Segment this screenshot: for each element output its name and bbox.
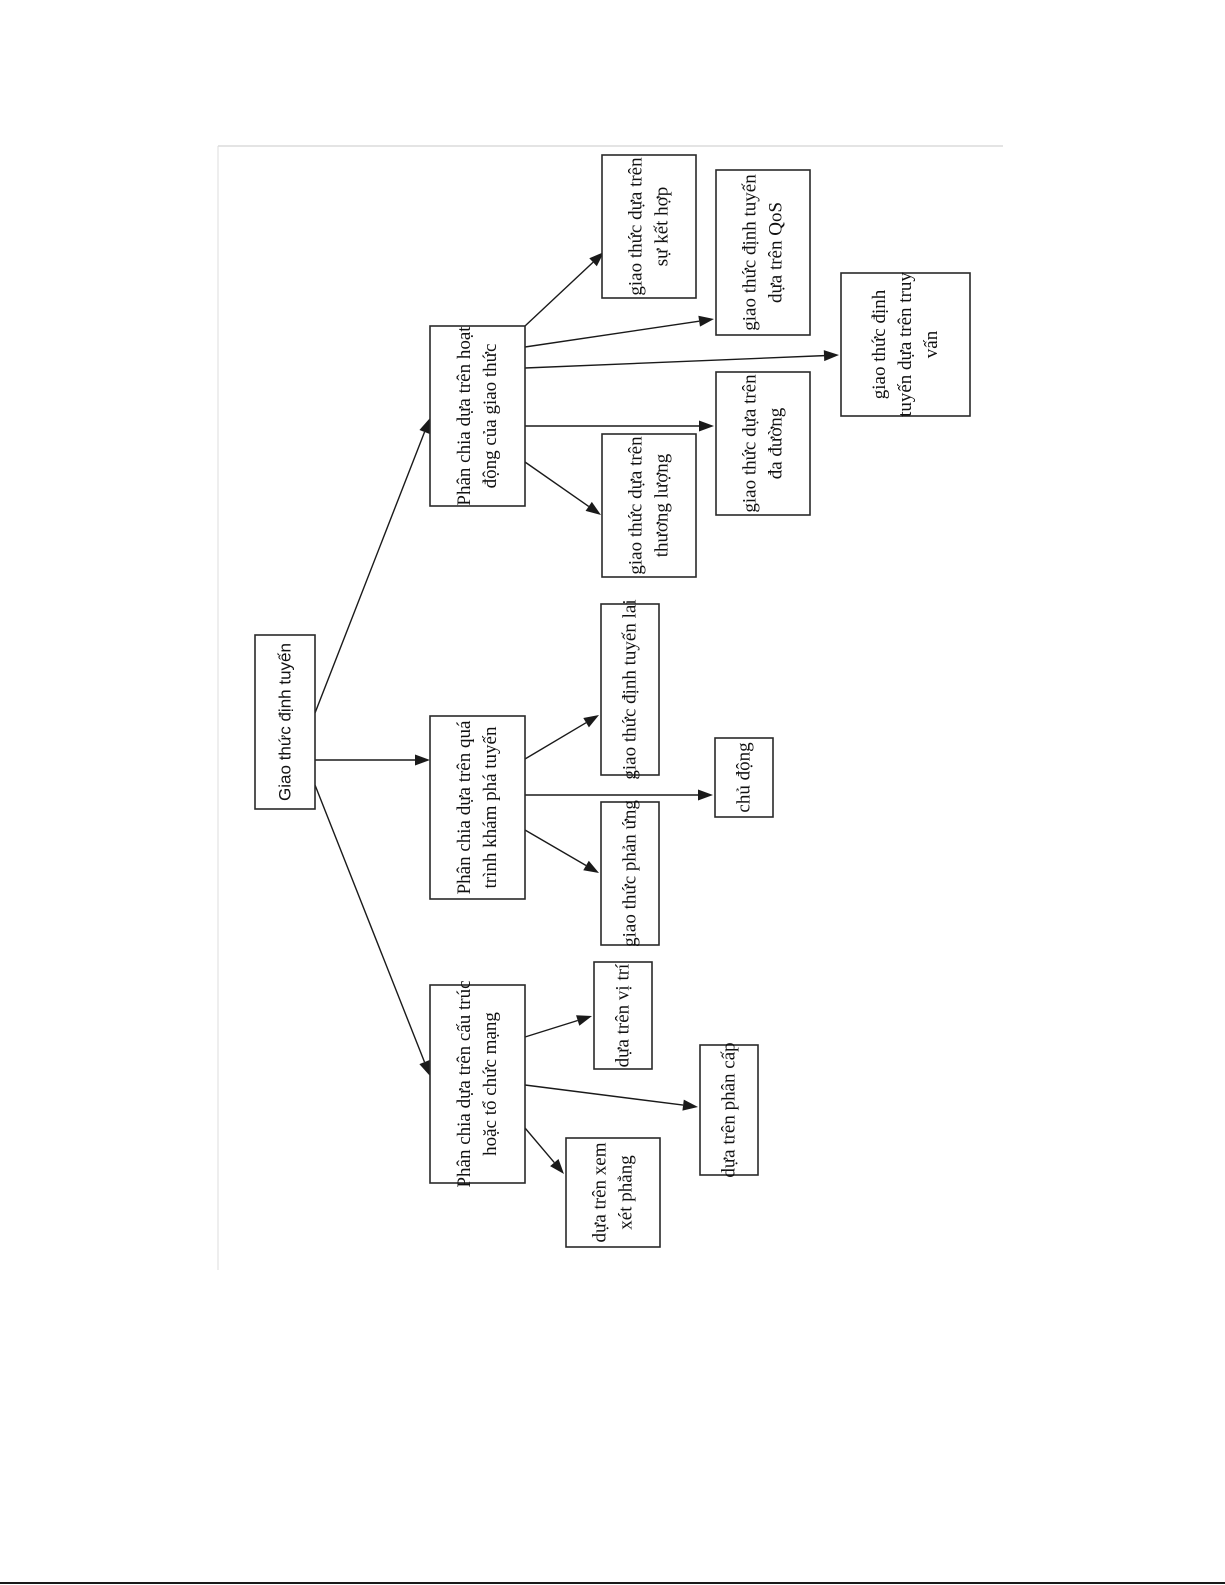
edge-structure-to-location-line — [524, 1019, 578, 1038]
edge-root-to-protocol-operation-line — [314, 431, 426, 714]
cat-protocol-operation-label-line-1: Phân chia dựa trên hoạt — [454, 326, 475, 506]
leaf-negotiation-label-line-1: giao thức dựa trên — [626, 436, 647, 575]
leaf-query-box — [840, 272, 971, 417]
node-leaf-hybrid: giao thức định tuyến lai — [600, 599, 660, 780]
node-leaf-location: dựa trên vị trí — [593, 961, 653, 1070]
edge-root-to-route-discovery-arrowhead — [415, 754, 430, 766]
cat-network-structure-label-line-2: hoặc tổ chức mạng — [480, 1012, 501, 1156]
leaf-hybrid-label-line-1: giao thức định tuyến lai — [620, 599, 641, 779]
leaf-reactive-box — [600, 801, 660, 946]
leaf-multipath-label-line-1: giao thức dựa trên — [740, 374, 761, 513]
edge-operation-to-query-arrowhead — [823, 350, 839, 362]
root-box — [254, 634, 316, 810]
connector-layer — [314, 252, 839, 1174]
edge-structure-to-flat-line — [524, 1127, 555, 1164]
leaf-location-label-line-1: dựa trên vị trí — [613, 963, 634, 1067]
leaf-multipath-label-line-2: đa đường — [766, 407, 787, 479]
edge-structure-to-hierarchical-arrowhead — [682, 1099, 698, 1111]
edge-discovery-to-hybrid-arrowhead — [583, 715, 599, 728]
edge-discovery-to-reactive-line — [524, 829, 587, 867]
edge-operation-to-negotiation-arrowhead — [585, 501, 601, 515]
edge-operation-to-negotiation-line — [524, 461, 590, 507]
edge-discovery-to-hybrid — [524, 715, 599, 760]
edge-structure-to-hierarchical — [524, 1084, 698, 1111]
root-label-line-1: Giao thức định tuyến — [276, 643, 295, 801]
leaf-hierarchical-box — [699, 1044, 759, 1176]
leaf-qos-label-line-2: dựa trên QoS — [766, 202, 787, 303]
edge-discovery-to-hybrid-line — [524, 722, 587, 760]
leaf-query-label-line-2: tuyến dựa trên truy — [895, 272, 916, 417]
node-leaf-reactive: giao thức phản ứng — [600, 800, 660, 947]
leaf-qos-box — [715, 169, 811, 336]
edge-operation-to-qos — [524, 315, 714, 348]
edge-structure-to-hierarchical-line — [524, 1084, 684, 1106]
leaf-proactive-label-line-1: chủ động — [734, 742, 755, 813]
edge-structure-to-flat — [524, 1127, 564, 1174]
edge-operation-to-negotiation — [524, 461, 601, 515]
cat-protocol-operation-label-line-2: động của giao thức — [480, 344, 501, 489]
leaf-qos-label-line-1: giao thức định tuyến — [740, 174, 761, 331]
cat-protocol-operation-box — [429, 325, 526, 507]
edge-operation-to-qos-line — [524, 320, 700, 348]
edge-root-to-network-structure — [314, 784, 430, 1076]
edge-operation-to-query — [524, 350, 839, 369]
edge-root-to-protocol-operation-arrowhead — [419, 418, 430, 434]
cat-route-discovery-label-line-1: Phân chia dựa trên quá — [454, 720, 475, 894]
edge-discovery-to-proactive — [525, 789, 713, 801]
leaf-negotiation-box — [601, 433, 697, 578]
edge-operation-to-query-line — [524, 354, 825, 369]
edge-discovery-to-proactive-arrowhead — [698, 789, 713, 801]
leaf-negotiation-label-line-2: thương lượng — [652, 453, 673, 557]
leaf-multipath-box — [715, 371, 811, 516]
edge-discovery-to-reactive — [524, 829, 599, 873]
node-leaf-hierarchical: dựa trên phân cấp — [699, 1042, 759, 1178]
leaf-location-box — [593, 961, 653, 1070]
leaf-flat-label-line-1: dựa trên xem — [590, 1142, 611, 1242]
edge-structure-to-location-arrowhead — [576, 1015, 592, 1026]
leaf-coherent-label-line-1: giao thức dựa trên — [626, 157, 647, 296]
node-root: Giao thức định tuyến — [254, 634, 316, 810]
edge-discovery-to-reactive-arrowhead — [583, 860, 599, 873]
node-leaf-proactive: chủ động — [714, 737, 774, 818]
cat-network-structure-label-line-1: Phân chia dựa trên cấu trúc — [454, 980, 475, 1187]
leaf-query-label-line-3: vấn — [921, 330, 942, 358]
edge-operation-to-multipath — [525, 420, 714, 432]
leaf-reactive-label-line-1: giao thức phản ứng — [620, 800, 641, 947]
edge-root-to-protocol-operation — [314, 418, 430, 714]
edge-operation-to-multipath-arrowhead — [699, 420, 714, 432]
edge-operation-to-qos-arrowhead — [698, 315, 714, 327]
leaf-hierarchical-label-line-1: dựa trên phân cấp — [719, 1042, 740, 1177]
edge-structure-to-flat-arrowhead — [550, 1159, 564, 1174]
cat-route-discovery-label-line-2: trình khám phá tuyến — [480, 726, 501, 888]
edge-operation-to-coherent-arrowhead — [589, 252, 604, 267]
edge-root-to-network-structure-line — [314, 784, 426, 1063]
leaf-proactive-box — [714, 737, 774, 818]
leaf-coherent-box — [601, 154, 697, 299]
leaf-query-label-line-1: giao thức định — [869, 289, 890, 399]
leaf-flat-box — [565, 1137, 661, 1248]
edge-structure-to-location — [524, 1015, 592, 1038]
cat-network-structure-box — [429, 984, 526, 1184]
leaf-hybrid-box — [600, 603, 660, 776]
leaf-coherent-label-line-2: sự kết hợp — [652, 187, 673, 266]
edge-operation-to-coherent-line — [524, 261, 594, 327]
edge-operation-to-coherent — [524, 252, 604, 327]
leaf-flat-label-line-2: xét phẳng — [616, 1155, 637, 1230]
edge-root-to-route-discovery — [315, 754, 430, 766]
cat-route-discovery-box — [429, 715, 526, 900]
edge-root-to-network-structure-arrowhead — [419, 1060, 430, 1076]
